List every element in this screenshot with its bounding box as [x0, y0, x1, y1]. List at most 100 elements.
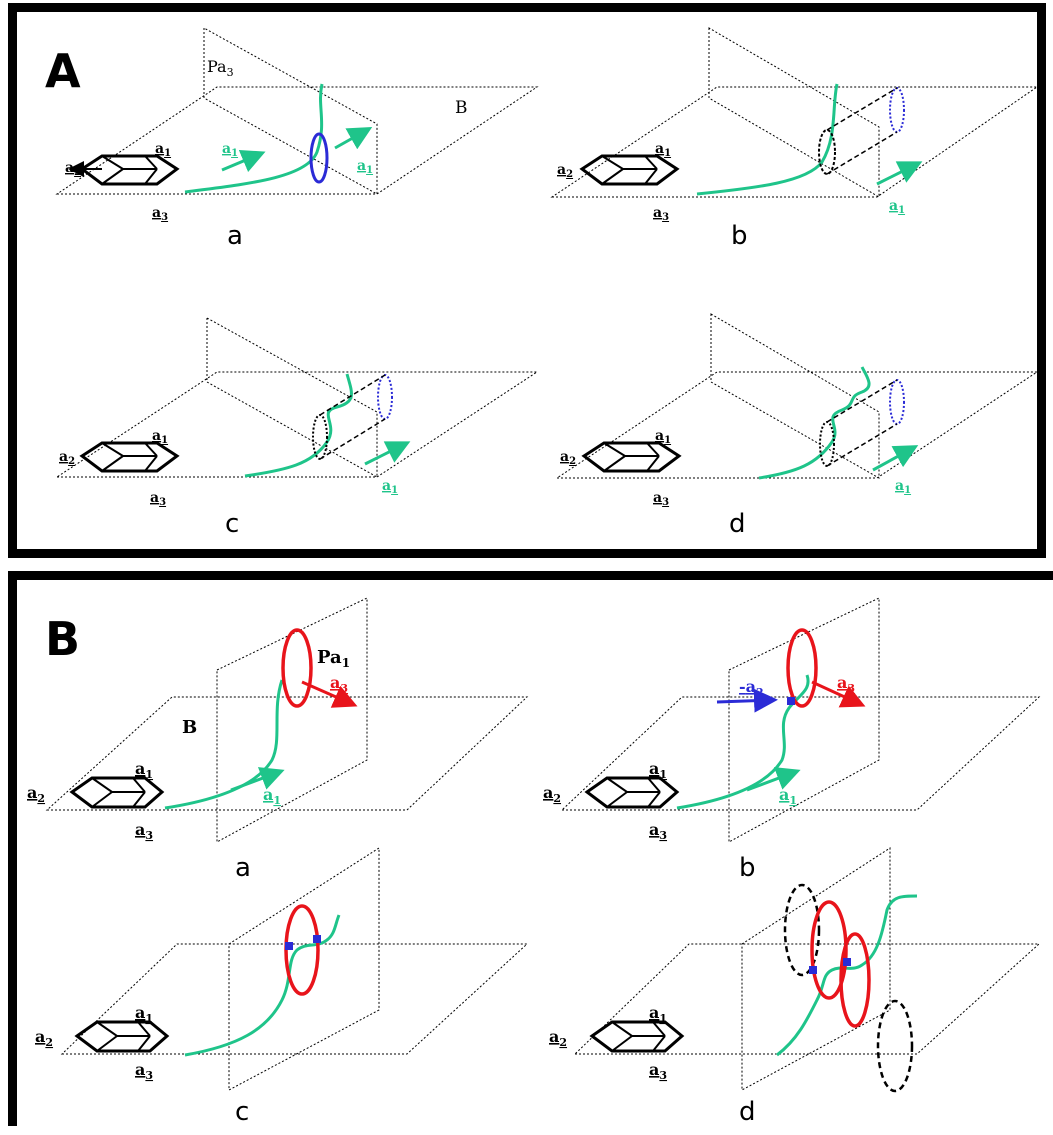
plane-b — [60, 943, 529, 1055]
vector-a1-label: a1 — [382, 478, 398, 496]
plane-b — [55, 371, 539, 478]
dislocation-loop-end — [377, 374, 393, 420]
plane-pa3 — [203, 27, 378, 195]
axis-a3-label: a3 — [150, 490, 166, 508]
axis-a3-label: a3 — [649, 820, 667, 842]
plane-pa3 — [710, 313, 880, 479]
axis-a3-label: a3 — [653, 205, 669, 223]
axis-a2-label: a2 — [35, 1027, 53, 1049]
plane-b — [555, 371, 1039, 479]
panel-a-label: A — [45, 44, 81, 98]
dislocation-line — [758, 366, 871, 480]
crystal-icon — [581, 441, 682, 473]
vector-a1-label: a1 — [895, 478, 911, 496]
subfigure-label-a: a — [227, 221, 243, 251]
vector-a1-label: a1 — [889, 198, 905, 216]
panel-b-diagram: B Pa1 B a2 a1 a3 a3 a1 a — [27, 597, 1041, 1127]
axis-a2-label: a2 — [59, 449, 75, 467]
vector-a1-label: a1 — [222, 141, 238, 159]
axis-a1-label: a1 — [649, 1003, 667, 1025]
subfigure-label-d: d — [739, 1097, 756, 1127]
axis-a1-label: a1 — [155, 141, 171, 159]
subfigure-label-c: c — [225, 509, 239, 539]
vector-a1-label: a1 — [357, 158, 373, 176]
dislocation-loop — [786, 628, 818, 708]
subfigure-a: Pa3 B a2 a1 a3 a1 a1 a — [55, 27, 539, 251]
burgers-vector-arrow — [230, 767, 285, 792]
subfigure-a: Pa1 B a2 a1 a3 a3 a1 a — [27, 597, 529, 883]
vector-a3-label: a3 — [330, 673, 348, 695]
subfigure-c: a2 a1 a3 a1 c — [55, 317, 539, 539]
axis-a1-label: a1 — [135, 759, 153, 781]
panel-b: B Pa1 B a2 a1 a3 a3 a1 a — [8, 571, 1053, 1127]
axis-a2-label: a2 — [560, 449, 576, 467]
crystal-icon — [69, 776, 165, 809]
cylinder-edge — [826, 379, 898, 423]
subfigure-label-b: b — [731, 221, 748, 251]
crystal-icon — [79, 441, 180, 473]
dislocation-line — [164, 679, 284, 810]
dislocation-loop — [281, 628, 313, 708]
axis-a1-label: a1 — [655, 428, 671, 446]
dislocation-loop-ghost — [876, 999, 914, 1093]
dislocation-loop — [309, 132, 329, 184]
crystal-icon — [589, 1020, 685, 1053]
axis-a3-label: a3 — [135, 820, 153, 842]
dislocation-line — [696, 83, 839, 196]
panel-a: A Pa3 B a2 a1 a3 a1 a1 a — [8, 3, 1046, 558]
crystal-icon — [584, 776, 680, 809]
dislocation-loop-ghost — [783, 883, 821, 977]
vector-neg-a2-arrow — [716, 688, 778, 713]
subfigure-d: a2 a1 a3 a1 d — [555, 313, 1039, 539]
axis-a2-label: a2 — [543, 783, 561, 805]
dislocation-loop-end — [889, 379, 905, 425]
dislocation-loop-end — [889, 87, 905, 133]
axis-a2-label: a2 — [549, 1027, 567, 1049]
node-marker — [313, 935, 321, 943]
axis-a3-label: a3 — [152, 205, 168, 223]
plane-pa1 — [728, 597, 880, 843]
subfigure-label-c: c — [235, 1097, 249, 1127]
plane-b — [45, 696, 529, 811]
plane-pa1 — [216, 597, 368, 843]
subfigure-b: a2 a1 a3 -a2 a3 a1 b — [543, 597, 1041, 883]
plane-pa3 — [206, 317, 378, 478]
node-marker — [787, 697, 795, 705]
vector-a1-label: a1 — [779, 785, 797, 807]
cylinder-edge — [319, 418, 386, 460]
plane-pa1 — [741, 847, 891, 1091]
subfigure-b: a2 a1 a3 a1 b — [550, 27, 1039, 251]
dislocation-line — [676, 674, 810, 810]
axis-a2-label: a2 — [557, 162, 573, 180]
axis-a1-label: a1 — [135, 1003, 153, 1025]
cylinder-edge — [319, 374, 386, 416]
burgers-vector-arrow — [872, 445, 919, 472]
subfigure-c: a2 a1 a3 c — [35, 847, 529, 1127]
vector-a3-label: a3 — [837, 673, 855, 695]
crystal-icon — [79, 154, 180, 186]
vector-a3-arrow — [301, 680, 358, 708]
axis-a2-label: a2 — [65, 160, 81, 178]
axis-a3-label: a3 — [135, 1060, 153, 1082]
burgers-vector-arrow — [221, 149, 266, 173]
plane-b-label: B — [455, 98, 468, 118]
cylinder-edge — [826, 131, 898, 175]
burgers-vector-arrow — [364, 441, 411, 466]
plane-b — [55, 86, 539, 195]
dislocation-line — [184, 83, 324, 194]
dislocation-line — [776, 894, 918, 1057]
vector-a3-arrow — [811, 680, 866, 708]
axis-a3-label: a3 — [649, 1060, 667, 1082]
plane-b — [560, 696, 1041, 811]
node-marker — [809, 966, 817, 974]
plane-b — [573, 943, 1041, 1055]
dislocation-line — [244, 373, 353, 478]
dislocation-loop-start — [818, 129, 836, 175]
subfigure-label-d: d — [729, 509, 746, 539]
panel-a-diagram: A Pa3 B a2 a1 a3 a1 a1 a — [45, 27, 1039, 539]
panel-b-label: B — [45, 612, 80, 666]
plane-pa3 — [708, 27, 880, 198]
plane-pa1-label: Pa1 — [317, 647, 350, 670]
axis-a2-label: a2 — [27, 783, 45, 805]
plane-pa1 — [228, 847, 380, 1091]
